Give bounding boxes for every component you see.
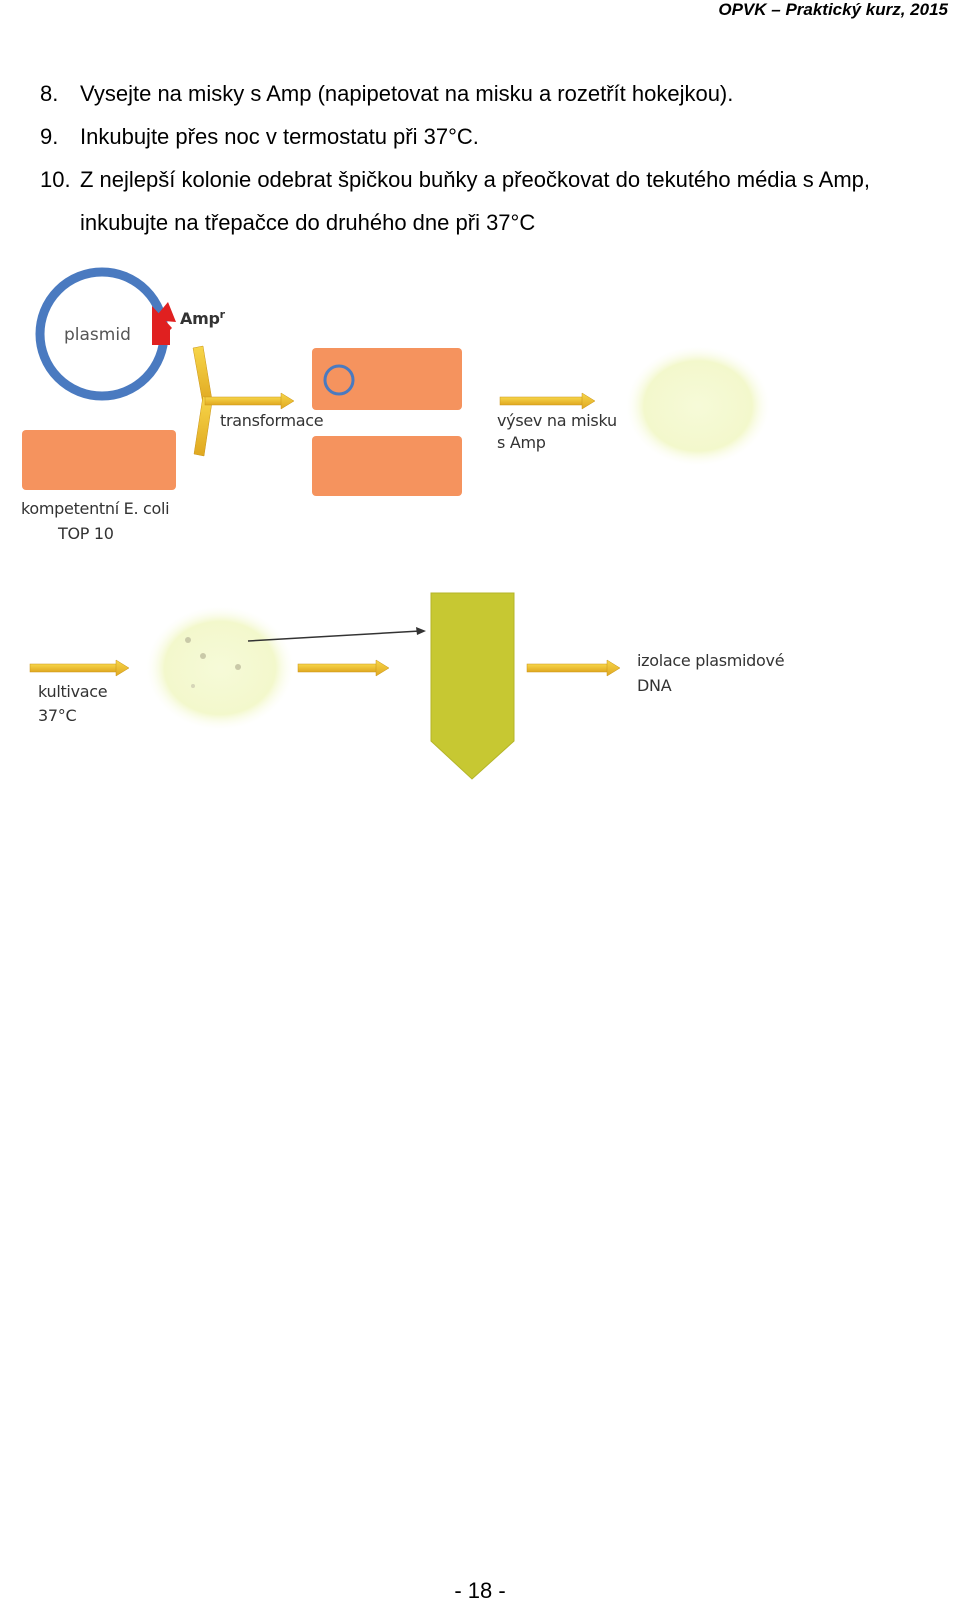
cultivation-temp-label: 37°C: [38, 706, 76, 725]
transformation-merge-arrow: [192, 345, 295, 457]
plating-label-2: s Amp: [497, 433, 546, 452]
colony: [185, 637, 191, 643]
transformation-label: transformace: [220, 411, 323, 430]
culture-tube: [430, 592, 515, 780]
transformed-cell: [312, 348, 462, 410]
colony: [191, 684, 195, 688]
amp-plate: [626, 346, 770, 466]
procedure-steps: 8. Vysejte na misky s Amp (napipetovat n…: [40, 72, 940, 244]
step-8: 8. Vysejte na misky s Amp (napipetovat n…: [40, 72, 940, 115]
plating-arrow: [499, 392, 596, 410]
step-text: Inkubujte přes noc v termostatu při 37°C…: [80, 124, 479, 149]
colony-pick-line: [247, 627, 426, 642]
ecoli-cell: [22, 430, 176, 490]
isolation-dna-label: DNA: [637, 676, 672, 695]
step-number: 9.: [40, 124, 59, 149]
step-text: Z nejlepší kolonie odebrat špičkou buňky…: [80, 167, 871, 235]
step-9: 9. Inkubujte přes noc v termostatu při 3…: [40, 115, 940, 158]
ecoli-strain-label: TOP 10: [57, 524, 114, 543]
page-number: - 18 -: [454, 1578, 506, 1603]
colony: [200, 653, 206, 659]
step-number: 8.: [40, 81, 59, 106]
step-text: Vysejte na misky s Amp (napipetovat na m…: [80, 81, 734, 106]
amp-label: Ampr: [180, 308, 226, 328]
cultivation-arrow: [29, 659, 130, 677]
ecoli-label: kompetentní E. coli: [21, 499, 169, 518]
step-10: 10. Z nejlepší kolonie odebrat špičkou b…: [40, 158, 940, 244]
plasmid-in-cell-icon: [323, 364, 355, 396]
cultivation-label: kultivace: [38, 682, 107, 701]
inoculation-arrow: [297, 659, 390, 677]
colony-plate: [146, 606, 294, 730]
plasmid-icon: [35, 267, 176, 401]
page-header: OPVK – Praktický kurz, 2015: [718, 0, 948, 19]
untransformed-cell: [312, 436, 462, 496]
plating-label: výsev na misku: [497, 411, 617, 430]
isolation-label: izolace plasmidové: [637, 651, 784, 670]
step-number: 10.: [40, 167, 71, 192]
isolation-arrow: [526, 659, 621, 677]
colony: [235, 664, 241, 670]
plasmid-label: plasmid: [64, 325, 131, 345]
